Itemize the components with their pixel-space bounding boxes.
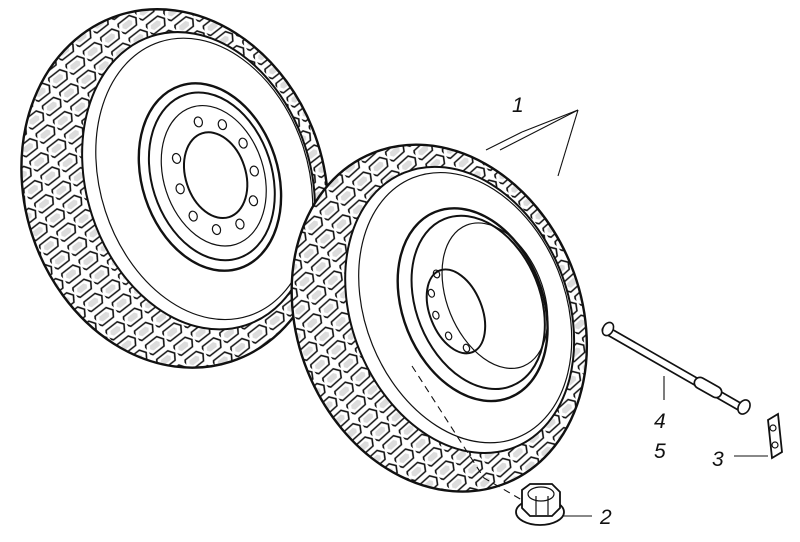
wheel-left [20,8,330,369]
callout-3: 3 [712,448,724,471]
wheel-right [290,143,589,493]
callout-2: 2 [599,506,612,529]
right-wheel-bolt-holes [427,269,471,353]
wheel-nut [515,483,565,526]
callout-5: 5 [654,440,666,463]
left-wheel-bolt-holes [171,116,259,236]
callout-1: 1 [512,94,524,117]
callout-4: 4 [654,410,666,433]
wheel-stud-bolt [601,321,751,415]
lock-plate [767,412,783,460]
leader-lines [411,109,768,517]
